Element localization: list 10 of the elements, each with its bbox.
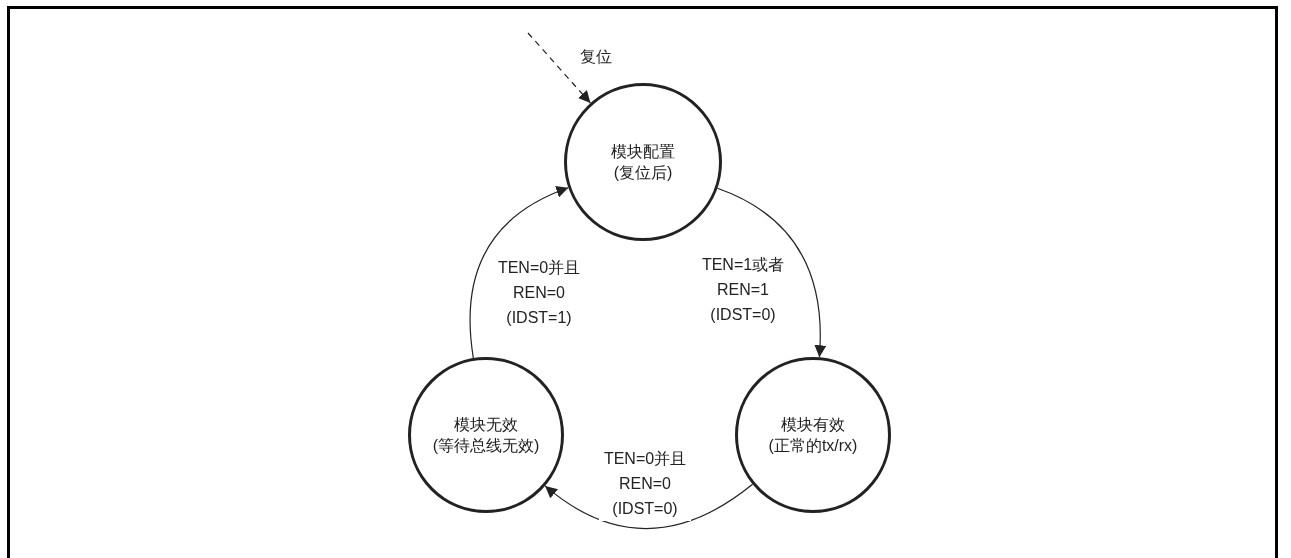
state-label: 模块配置 [611, 142, 675, 162]
arrow [527, 32, 592, 104]
arrow [716, 187, 826, 358]
state-label: (等待总线无效) [432, 436, 540, 456]
state-label: 模块无效 [454, 415, 518, 435]
arrow [469, 186, 569, 359]
state-label: 模块有效 [781, 415, 845, 435]
state-label: (复位后) [613, 163, 673, 183]
arrow [544, 483, 754, 530]
state-label: (正常的tx/rx) [768, 436, 858, 456]
